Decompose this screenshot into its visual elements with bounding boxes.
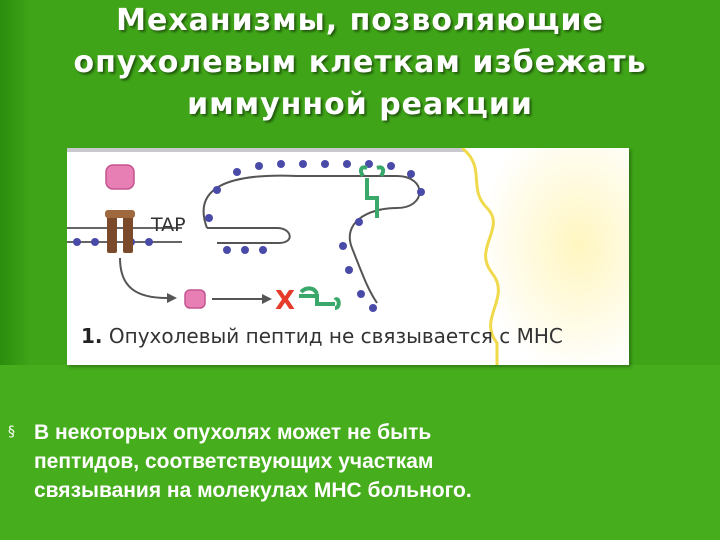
diagram-figure: X TAP 1. Опухолевый пептид не связываетс… bbox=[67, 148, 629, 365]
bullet-text-line-2: пептидов, соответствующих участкам bbox=[34, 450, 434, 473]
mhc-molecule-er bbox=[358, 165, 386, 218]
tap-channel bbox=[105, 210, 135, 253]
figure-caption-text: Опухолевый пептид не связывается с МНС bbox=[108, 324, 563, 348]
slide-background-band bbox=[0, 365, 720, 540]
bullet-text-line-1: В некоторых опухолях может не быть bbox=[34, 421, 432, 444]
t-cell-surface bbox=[462, 148, 629, 365]
t-cell-membrane bbox=[461, 148, 500, 365]
blocked-mark: X bbox=[275, 286, 295, 316]
tap-label: TAP bbox=[151, 214, 186, 236]
tumor-peptide-top bbox=[105, 164, 135, 190]
slide-title: Механизмы, позволяющие опухолевым клетка… bbox=[20, 0, 700, 126]
slide-title-line-3: иммунной реакции bbox=[187, 87, 533, 122]
bullet-text-line-3: связывания на молекулах МНС больного. bbox=[34, 479, 472, 502]
slide-title-line-2: опухолевым клеткам избежать bbox=[73, 45, 647, 80]
slide-title-line-1: Механизмы, позволяющие bbox=[116, 3, 604, 38]
binding-arrowhead bbox=[262, 294, 272, 304]
bullet-marker: § bbox=[8, 424, 15, 440]
mhc-molecule-empty bbox=[299, 286, 341, 310]
bullet-text: В некоторых опухолях может не быть пепти… bbox=[34, 418, 674, 505]
transport-arrowhead bbox=[167, 293, 177, 303]
figure-caption: 1. Опухолевый пептид не связывается с МН… bbox=[81, 324, 563, 348]
golgi-path bbox=[348, 207, 398, 304]
transport-arrow bbox=[119, 257, 168, 299]
figure-caption-number: 1. bbox=[81, 324, 103, 348]
figure-top-rule bbox=[67, 148, 629, 152]
tumor-peptide-lumen bbox=[184, 289, 206, 309]
diagram-illustration: X bbox=[67, 148, 629, 365]
er-body bbox=[202, 174, 421, 244]
